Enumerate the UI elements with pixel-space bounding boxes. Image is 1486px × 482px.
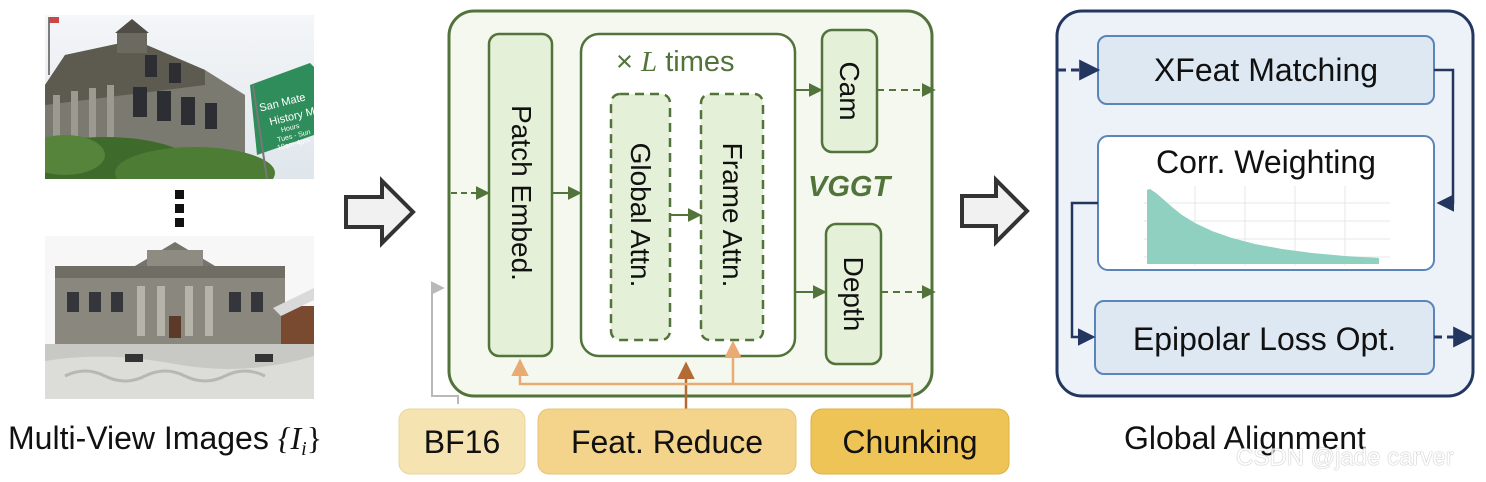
chunking-box [810, 408, 1010, 475]
corr-weight-plot [1144, 186, 1390, 266]
input-caption-sub: i [301, 438, 307, 460]
epipolar-label: Epipolar Loss Opt. [1132, 321, 1397, 357]
input-caption-math: {I [277, 420, 302, 456]
vggt-name: VGGT [808, 171, 891, 203]
loop-label-suffix: times [657, 46, 735, 78]
arrow-chunking [511, 358, 914, 410]
arrow-xfeat-to-corr [1434, 68, 1455, 212]
global-attn-box [609, 92, 672, 342]
loop-label-prefix: × [616, 46, 641, 78]
corr-label: Corr. Weighting [1156, 144, 1376, 180]
ellipsis-dots [175, 190, 184, 227]
patch-embed-label: Patch Embed. [506, 105, 537, 281]
loop-label-var: L [641, 46, 658, 78]
input-image-top: San Mate History M Hours Tues - Sun 10am… [45, 15, 314, 179]
watermark: CSDN @jade carver [1236, 444, 1454, 471]
flow-arrow-2 [960, 175, 1030, 247]
cam-label: Cam [834, 61, 865, 121]
chunking-label: Chunking [842, 424, 978, 460]
depth-label: Depth [838, 256, 869, 332]
feat-reduce-box [537, 408, 797, 475]
input-caption-prefix: Multi-View Images [8, 420, 278, 456]
input-caption: Multi-View Images {Ii} [8, 420, 322, 461]
global-attn-label: Global Attn. [625, 142, 656, 288]
arrow-bf16 [430, 281, 459, 404]
input-caption-close: } [306, 420, 323, 456]
flow-arrow-1 [344, 176, 416, 248]
loop-label: × L times [616, 46, 734, 79]
alignment-title: Global Alignment [1124, 420, 1366, 456]
arrow-corr-to-epipolar [1070, 201, 1098, 346]
feat-reduce-label: Feat. Reduce [570, 424, 764, 460]
bf16-label: BF16 [423, 424, 501, 460]
frame-attn-label: Frame Attn. [717, 142, 748, 288]
bf16-box [398, 408, 526, 475]
input-image-bottom [45, 236, 314, 399]
xfeat-label: XFeat Matching [1153, 52, 1379, 88]
